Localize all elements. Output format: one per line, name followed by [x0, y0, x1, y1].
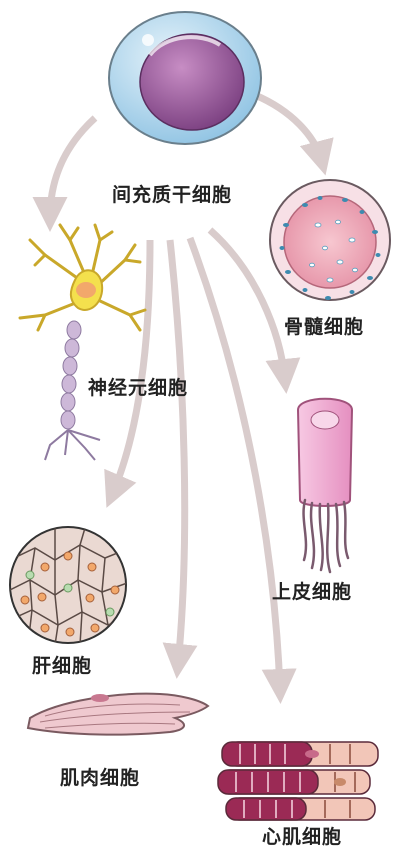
arrow-to-bone-marrow [255, 95, 322, 162]
muscle-illustration [28, 694, 208, 735]
arrow-to-liver [112, 240, 150, 495]
cardiac-illustration [218, 742, 378, 820]
label-muscle-cell: 肌肉细胞 [60, 763, 140, 790]
epithelial-illustration [298, 399, 352, 572]
arrow-to-neuron [50, 118, 95, 218]
label-stem-cell: 间充质干细胞 [112, 180, 232, 207]
label-nerve-cell: 神经元细胞 [88, 373, 188, 400]
label-bone-marrow-cell: 骨髓细胞 [284, 312, 364, 339]
bone-marrow-illustration [270, 180, 390, 300]
liver-illustration [10, 527, 130, 645]
label-liver-cell: 肝细胞 [32, 651, 92, 678]
neuron-illustration [20, 225, 145, 460]
arrow-to-muscle [170, 240, 185, 665]
stem-cell-illustration [109, 12, 261, 144]
label-cardiac-cell: 心肌细胞 [262, 822, 342, 849]
label-epithelial-cell: 上皮细胞 [272, 577, 352, 604]
